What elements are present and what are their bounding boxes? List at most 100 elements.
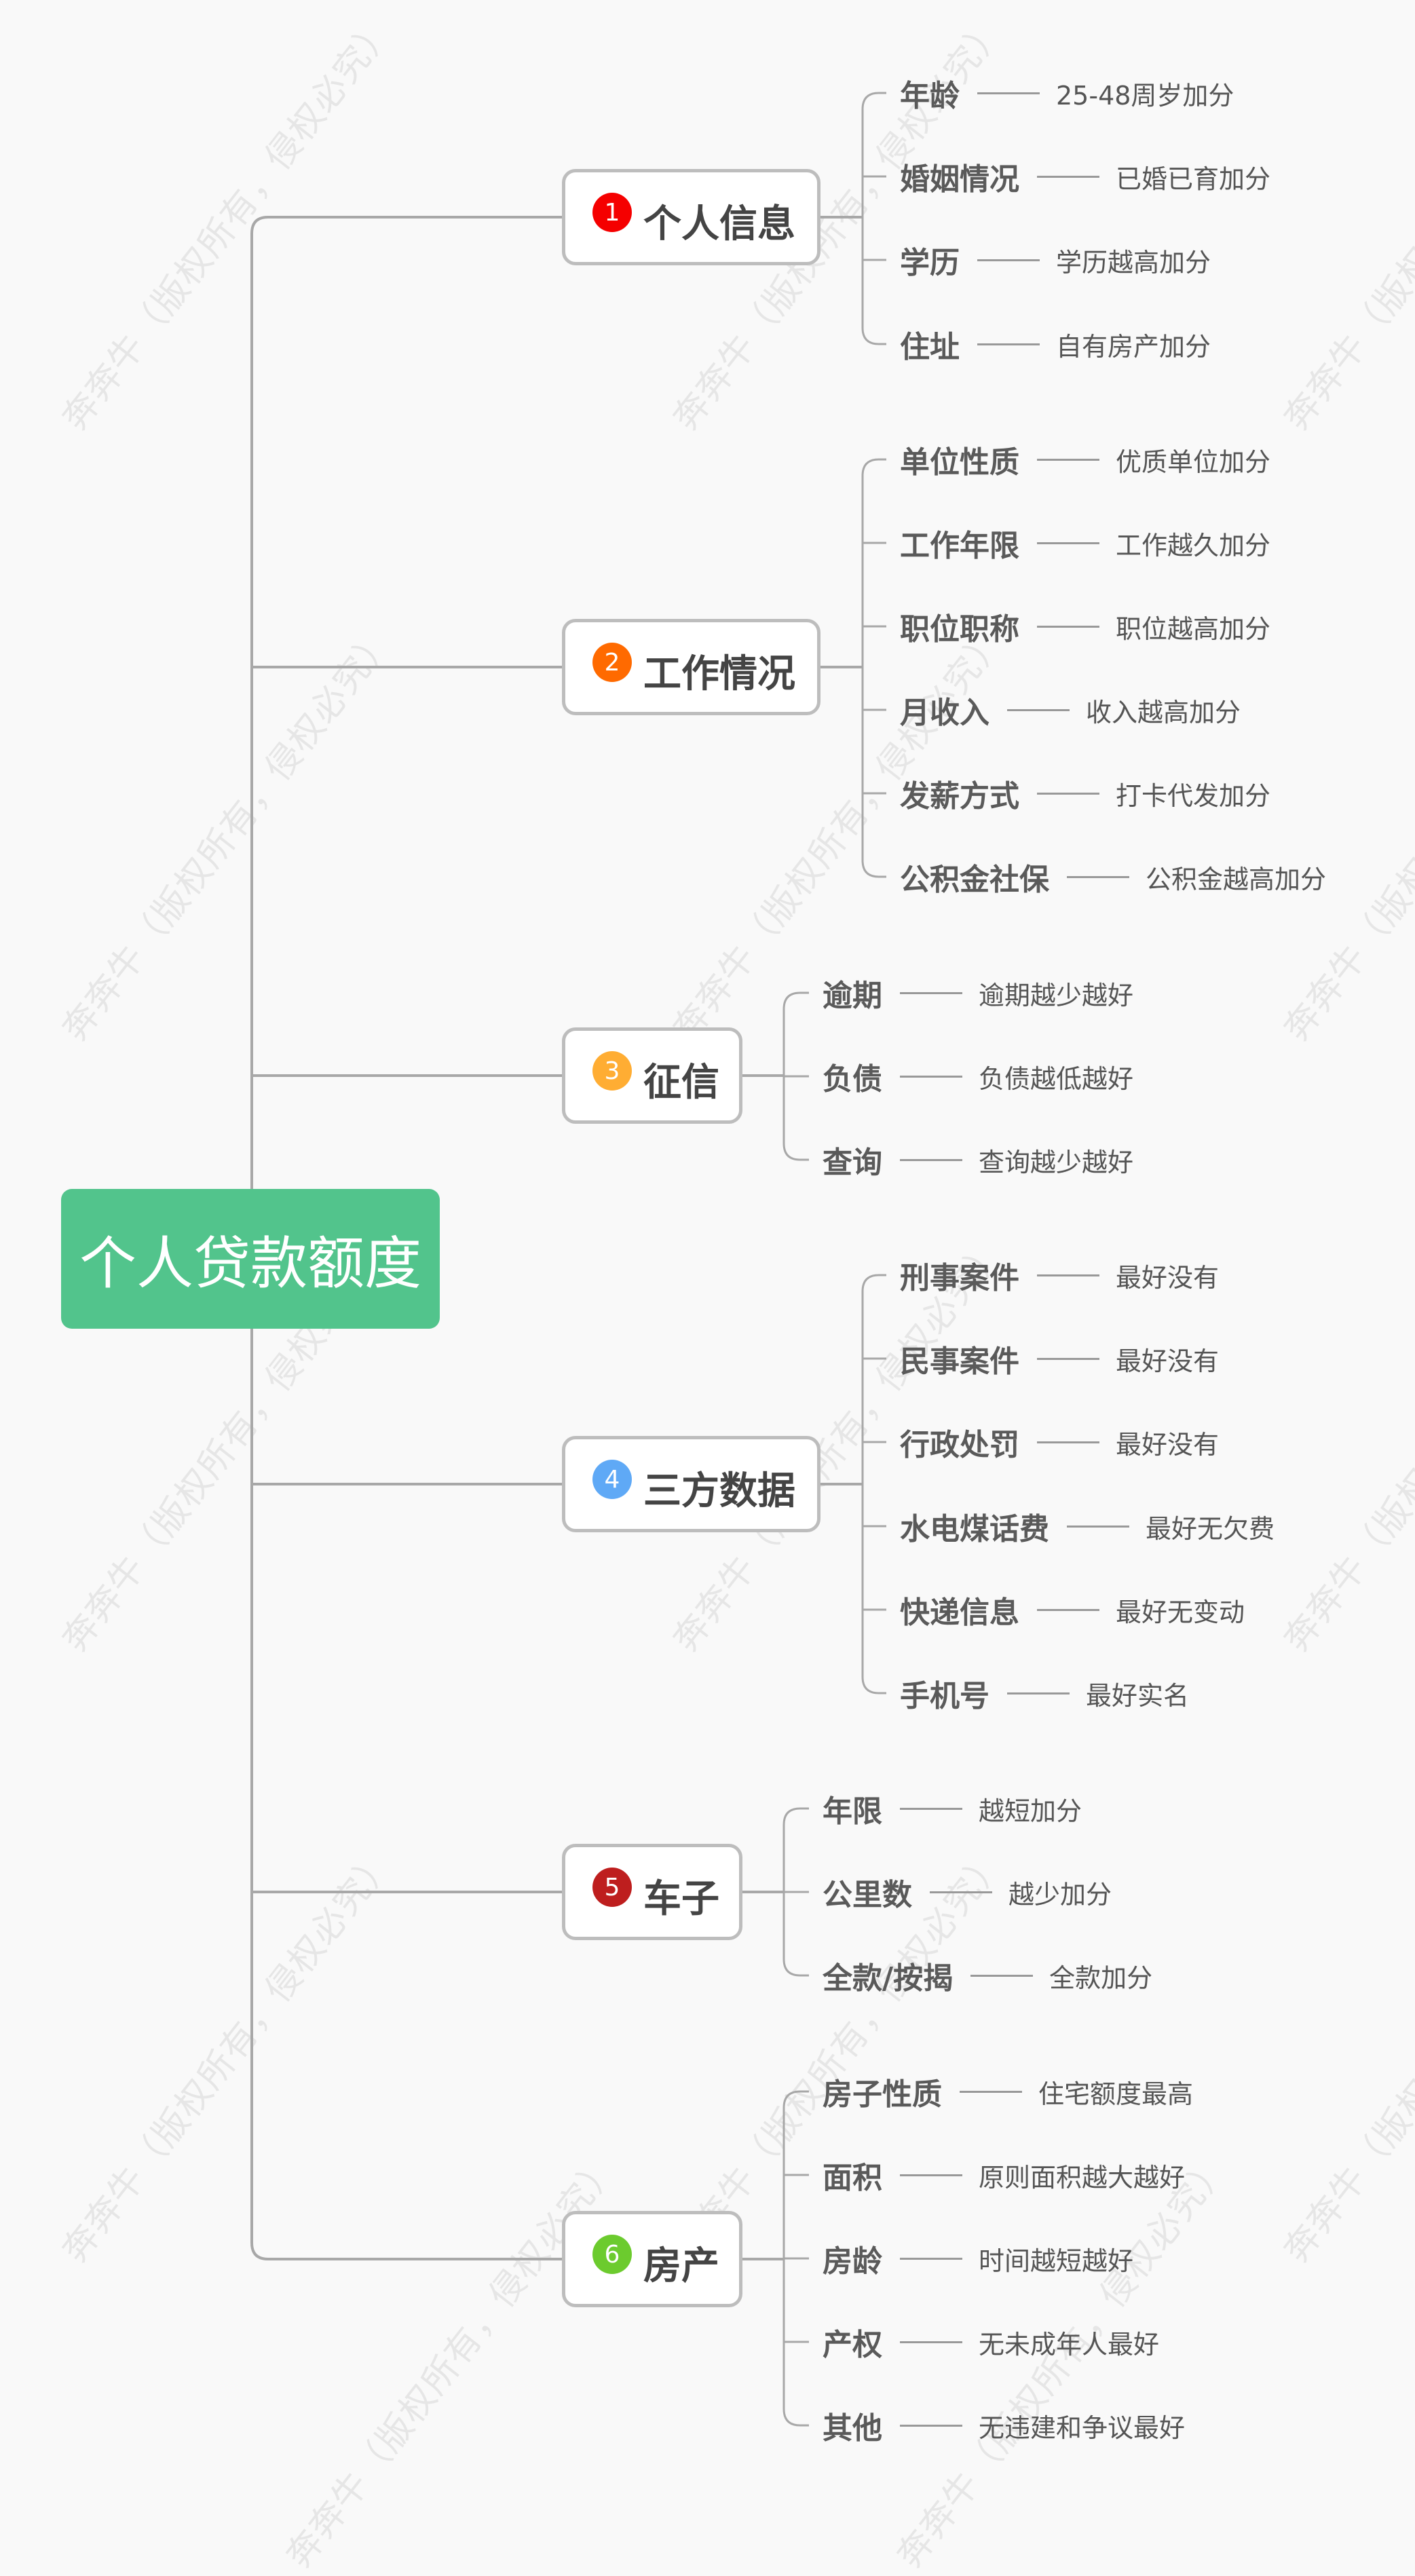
connector-dash bbox=[900, 1158, 962, 1161]
root-node[interactable]: 个人贷款额度 bbox=[61, 1189, 440, 1329]
branch-node-label: 工作情况 bbox=[643, 652, 795, 696]
number-badge-icon: 5 bbox=[592, 1868, 632, 1907]
child-node-value: 最好没有 bbox=[1116, 1429, 1220, 1460]
child-node-label: 年限 bbox=[823, 1794, 882, 1829]
number-badge-icon: 6 bbox=[592, 2235, 632, 2274]
child-node-label: 手机号 bbox=[900, 1679, 989, 1713]
child-node[interactable]: 逾期 逾期越少越好 bbox=[823, 972, 1133, 1013]
connector-dash bbox=[1037, 792, 1099, 795]
child-node-value: 最好没有 bbox=[1116, 1262, 1220, 1293]
child-node-value: 负债越低越好 bbox=[979, 1063, 1134, 1094]
child-node[interactable]: 查询 查询越少越好 bbox=[823, 1139, 1133, 1180]
child-node-label: 年龄 bbox=[900, 79, 960, 113]
child-node[interactable]: 年龄 25-48周岁加分 bbox=[900, 73, 1234, 113]
connector-dash bbox=[1037, 625, 1099, 628]
child-node[interactable]: 手机号 最好实名 bbox=[900, 1673, 1189, 1713]
child-node[interactable]: 月收入 收入越高加分 bbox=[900, 689, 1241, 730]
child-node[interactable]: 快递信息 最好无变动 bbox=[900, 1589, 1245, 1630]
child-node-value: 学历越高加分 bbox=[1056, 247, 1211, 278]
branch-node-5[interactable]: 5 车子 bbox=[562, 1844, 742, 1940]
child-node-value: 原则面积越大越好 bbox=[979, 2162, 1186, 2193]
branch-node-4[interactable]: 4 三方数据 bbox=[562, 1436, 820, 1532]
child-node-label: 产权 bbox=[823, 2328, 882, 2362]
connector-dash bbox=[900, 1075, 962, 1078]
child-node[interactable]: 单位性质 优质单位加分 bbox=[900, 439, 1270, 480]
child-node-value: 自有房产加分 bbox=[1056, 331, 1211, 362]
child-node[interactable]: 面积 原则面积越大越好 bbox=[823, 2155, 1185, 2195]
branch-node-6[interactable]: 6 房产 bbox=[562, 2211, 742, 2307]
child-node[interactable]: 行政处罚 最好没有 bbox=[900, 1422, 1219, 1462]
connector-dash bbox=[900, 1807, 962, 1810]
child-node-label: 婚姻情况 bbox=[900, 162, 1019, 197]
child-node[interactable]: 产权 无未成年人最好 bbox=[823, 2322, 1159, 2362]
connector-dash bbox=[1037, 542, 1099, 544]
child-node[interactable]: 房子性质 住宅额度最高 bbox=[823, 2071, 1193, 2112]
child-node-value: 无未成年人最好 bbox=[979, 2329, 1160, 2360]
child-node[interactable]: 年限 越短加分 bbox=[823, 1788, 1082, 1829]
child-node-value: 优质单位加分 bbox=[1116, 447, 1271, 477]
number-badge-icon: 2 bbox=[592, 643, 632, 682]
child-node[interactable]: 学历 学历越高加分 bbox=[900, 240, 1211, 280]
connector-dash bbox=[977, 343, 1040, 345]
connector-dash bbox=[1037, 1357, 1099, 1360]
child-node-value: 最好无欠费 bbox=[1146, 1513, 1275, 1544]
child-node[interactable]: 民事案件 最好没有 bbox=[900, 1338, 1219, 1379]
child-node-label: 快递信息 bbox=[900, 1595, 1019, 1630]
child-node[interactable]: 婚姻情况 已婚已育加分 bbox=[900, 156, 1270, 197]
child-node[interactable]: 发薪方式 打卡代发加分 bbox=[900, 773, 1270, 814]
child-node-label: 刑事案件 bbox=[900, 1261, 1019, 1295]
root-node-label: 个人贷款额度 bbox=[79, 1230, 421, 1297]
child-node-value: 查询越少越好 bbox=[979, 1147, 1134, 1177]
branch-node-2[interactable]: 2 工作情况 bbox=[562, 619, 820, 715]
branch-node-label: 房产 bbox=[643, 2244, 719, 2288]
number-badge-icon: 4 bbox=[592, 1460, 632, 1499]
child-node-value: 收入越高加分 bbox=[1086, 697, 1241, 727]
child-node-value: 最好无变动 bbox=[1116, 1597, 1245, 1627]
branch-node-3[interactable]: 3 征信 bbox=[562, 1027, 742, 1124]
connector-dash bbox=[900, 991, 962, 994]
child-node[interactable]: 刑事案件 最好没有 bbox=[900, 1255, 1219, 1295]
connector-dash bbox=[1067, 1525, 1129, 1528]
connector-dash bbox=[900, 2174, 962, 2176]
connector-dash bbox=[1037, 175, 1099, 178]
child-node[interactable]: 全款/按揭 全款加分 bbox=[823, 1955, 1152, 1996]
child-node[interactable]: 工作年限 工作越久加分 bbox=[900, 523, 1270, 563]
child-node-value: 25-48周岁加分 bbox=[1056, 80, 1234, 111]
child-node-value: 全款加分 bbox=[1049, 1963, 1153, 1993]
connector-dash bbox=[1037, 1441, 1099, 1443]
child-node-label: 公积金社保 bbox=[900, 863, 1049, 897]
connector-dash bbox=[930, 1891, 992, 1893]
branch-node-label: 三方数据 bbox=[643, 1469, 795, 1513]
child-node-label: 月收入 bbox=[900, 696, 989, 730]
child-node[interactable]: 水电煤话费 最好无欠费 bbox=[900, 1506, 1275, 1547]
child-node-value: 住宅额度最高 bbox=[1038, 2079, 1194, 2109]
child-node[interactable]: 公积金社保 公积金越高加分 bbox=[900, 856, 1326, 897]
child-node-value: 最好没有 bbox=[1116, 1346, 1220, 1376]
child-node-label: 房龄 bbox=[823, 2244, 882, 2279]
child-node-value: 无违建和争议最好 bbox=[979, 2412, 1186, 2443]
child-node-label: 住址 bbox=[900, 330, 960, 364]
child-node-label: 公里数 bbox=[823, 1878, 912, 1912]
child-node[interactable]: 职位职称 职位越高加分 bbox=[900, 606, 1270, 647]
child-node[interactable]: 负债 负债越低越好 bbox=[823, 1056, 1133, 1097]
child-node-value: 打卡代发加分 bbox=[1116, 780, 1271, 811]
child-node-value: 工作越久加分 bbox=[1116, 530, 1271, 561]
child-node[interactable]: 住址 自有房产加分 bbox=[900, 324, 1211, 364]
connector-dash bbox=[977, 92, 1040, 94]
child-node-label: 面积 bbox=[823, 2161, 882, 2195]
connector-dash bbox=[1067, 875, 1129, 878]
child-node-label: 民事案件 bbox=[900, 1344, 1019, 1379]
connector-dash bbox=[1037, 1608, 1099, 1611]
connector-dash bbox=[1037, 1274, 1099, 1276]
branch-node-1[interactable]: 1 个人信息 bbox=[562, 169, 820, 265]
child-node-label: 其他 bbox=[823, 2411, 882, 2446]
child-node-label: 逾期 bbox=[823, 979, 882, 1013]
connector-dash bbox=[977, 259, 1040, 261]
child-node[interactable]: 公里数 越少加分 bbox=[823, 1872, 1112, 1912]
number-badge-icon: 1 bbox=[592, 193, 632, 232]
child-node-label: 水电煤话费 bbox=[900, 1512, 1049, 1547]
child-node[interactable]: 其他 无违建和争议最好 bbox=[823, 2405, 1185, 2446]
child-node-label: 单位性质 bbox=[900, 445, 1019, 480]
child-node[interactable]: 房龄 时间越短越好 bbox=[823, 2238, 1133, 2279]
child-node-value: 公积金越高加分 bbox=[1146, 864, 1327, 894]
